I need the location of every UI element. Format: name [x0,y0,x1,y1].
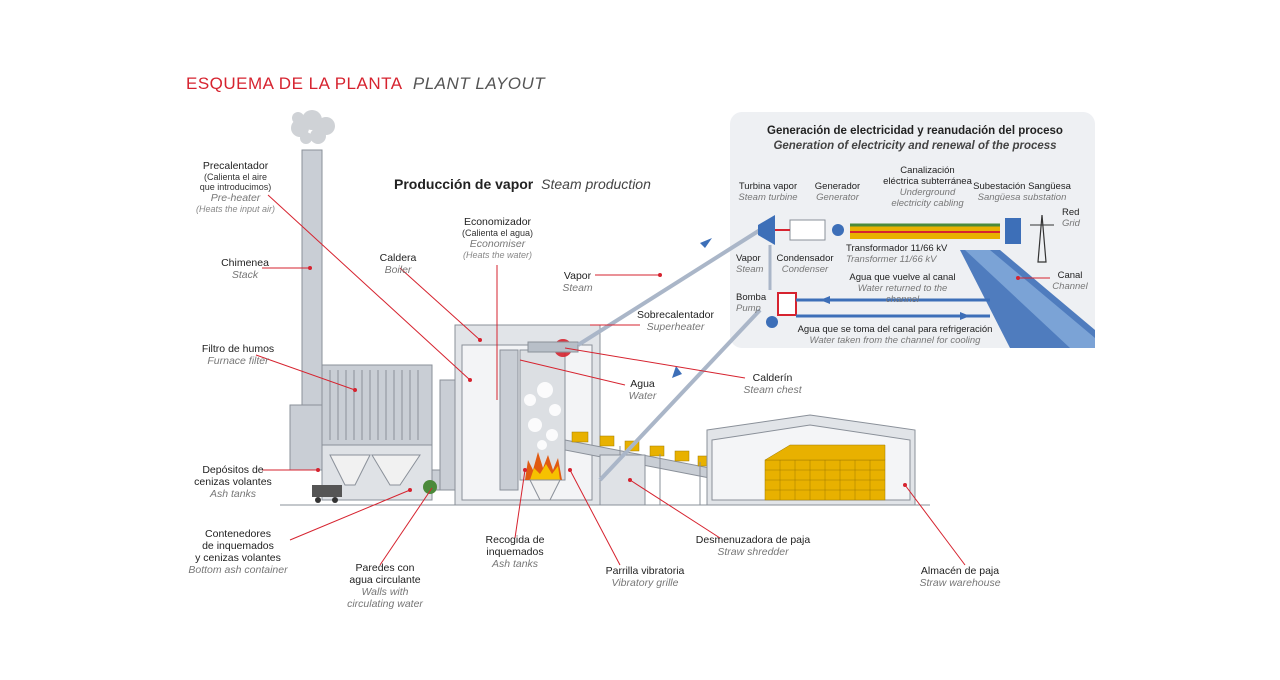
label-ash-tanks-fly: Depósitos de cenizas volantes Ash tanks [194,464,272,500]
stack [301,149,323,421]
furnace-filter [321,364,433,446]
panel-label-grid: Red Grid [1062,207,1080,229]
shredder [599,454,646,506]
economiser [499,349,519,491]
label-boiler: Caldera Boiler [379,252,417,276]
pump [766,316,778,328]
grid-tower [1037,214,1047,263]
panel-label-vapor: Vapor Steam [736,253,764,275]
panel-label-generator: Generador Generator [814,181,861,203]
panel-label-pump: Bomba Pump [736,292,767,314]
transformer [832,224,844,236]
label-preheater: Precalentador (Calienta el aire que intr… [195,160,276,214]
title-es: ESQUEMA DE LA PLANTA [186,74,402,93]
label-walls: Paredes con agua circulante Walls with c… [347,562,423,610]
label-stack: Chimenea Stack [221,257,269,281]
label-grille: Parrilla vibratoria Vibratory grille [605,565,685,589]
generator [789,219,826,241]
label-water: Agua Water [628,378,657,402]
panel-label-turbine: Turbina vapor Steam turbine [738,181,798,203]
panel-label-transformer: Transformador 11/66 kV Transformer 11/66… [846,243,948,265]
panel-label-return-water: Agua que vuelve al canal Water returned … [849,272,956,305]
page-title: ESQUEMA DE LA PLANTA PLANT LAYOUT [186,74,545,94]
panel-label-cabling: Canalización eléctrica subterránea Under… [883,165,972,209]
label-collection: Recogida de inquemados Ash tanks [485,534,545,570]
label-steam: Vapor Steam [562,270,593,294]
label-steam-chest: Calderín Steam chest [743,372,802,396]
condenser [777,292,797,316]
steam-pipe [576,228,762,347]
panel-label-condenser: Condensador Condenser [776,253,834,275]
section-title-en: Steam production [541,176,651,192]
section-title-es: Producción de vapor [394,176,534,192]
label-shredder: Desmenuzadora de paja Straw shredder [695,534,811,558]
panel-label-intake-water: Agua que se toma del canal para refriger… [797,324,993,346]
label-economiser: Economizador (Calienta el agua) Economis… [461,216,534,260]
label-bottom-ash: Contenedores de inquemados y cenizas vol… [188,528,288,576]
smoke [291,110,335,144]
label-warehouse: Almacén de paja Straw warehouse [919,565,1001,589]
label-superheater: Sobrecalentador Superheater [636,309,715,333]
substation [1005,218,1021,244]
title-en: PLANT LAYOUT [412,74,546,93]
panel-label-channel: Canal Channel [1052,270,1088,292]
label-furnace-filter: Filtro de humos Furnace filter [201,343,275,367]
panel-title: Generación de electricidad y reanudación… [767,125,1063,152]
panel-label-substation: Subestación Sangüesa Sangüesa substation [973,181,1071,203]
section-title: Producción de vapor Steam production [394,176,651,192]
steam-turbine [758,215,775,245]
